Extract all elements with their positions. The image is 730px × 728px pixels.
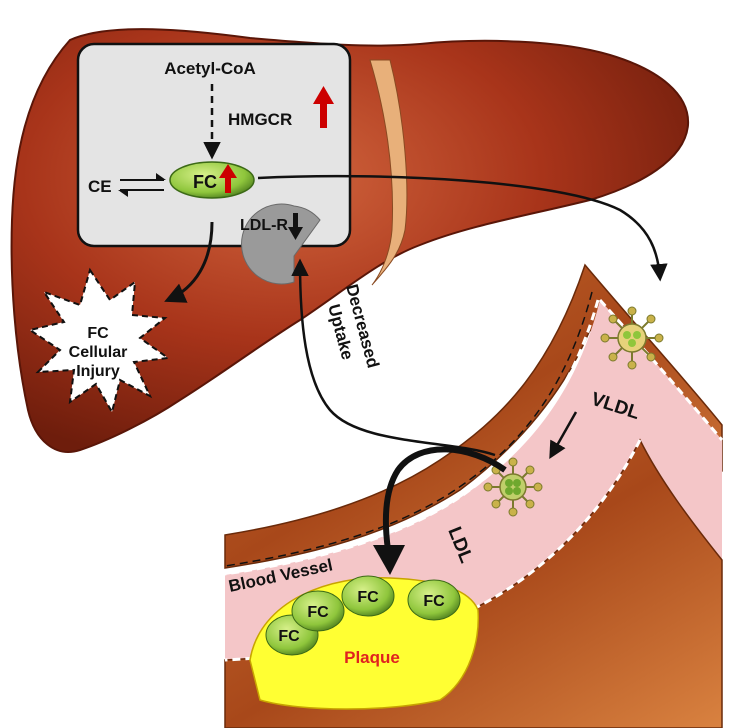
- ldl-r-down-arrow-icon: [288, 213, 303, 240]
- ldl-receptor-shape: [241, 203, 321, 285]
- equilibrium-arrows-icon: [118, 173, 166, 197]
- plaque-fc-particles: FC FC FC FC: [265, 575, 461, 656]
- fc-oval: [169, 161, 255, 199]
- ce-label: CE: [88, 177, 112, 196]
- vessel-lumen: [225, 300, 722, 660]
- hmgcr-up-arrow-icon: [313, 86, 334, 128]
- vessel-lining-upper: [224, 299, 600, 576]
- injury-arrow: [164, 221, 214, 303]
- plaque-fc-label-3: FC: [357, 589, 379, 606]
- ldl-to-plaque-arrow: [382, 446, 507, 551]
- plaque-fc-4: [407, 579, 461, 621]
- plaque-fc-label-1: FC: [278, 628, 300, 645]
- vessel-lining-upper-dark: [224, 291, 593, 567]
- fc-export-arrow: [257, 174, 668, 282]
- plaque-fc-3: [341, 575, 395, 617]
- injury-starburst: [27, 267, 171, 415]
- ldl-particle-icon: [483, 457, 543, 517]
- liver-ligament: [369, 59, 408, 286]
- plaque-fc-label-2: FC: [307, 604, 329, 621]
- injury-label-line2: Cellular: [69, 344, 128, 361]
- ldl-to-plaque-arrowhead: [373, 545, 405, 575]
- injury-label-line1: FC: [87, 325, 109, 342]
- vldl-to-ldl-arrow: [549, 411, 578, 460]
- vessel-lining-right: [598, 298, 724, 441]
- fc-up-arrow-icon: [219, 164, 237, 193]
- acetyl-coa-label: Acetyl-CoA: [164, 59, 256, 78]
- plaque-fc-label-4: FC: [423, 593, 445, 610]
- plaque-fc-2: [291, 590, 345, 632]
- injury-label-line3: Injury: [76, 363, 120, 380]
- vldl-particle-icon: [600, 306, 664, 370]
- fc-label: FC: [193, 172, 217, 192]
- plaque-label: Plaque: [344, 648, 400, 667]
- decreased-uptake-arrow: [291, 258, 496, 457]
- hmgcr-label: HMGCR: [228, 110, 292, 129]
- ldl-r-label: LDL-R: [240, 217, 288, 234]
